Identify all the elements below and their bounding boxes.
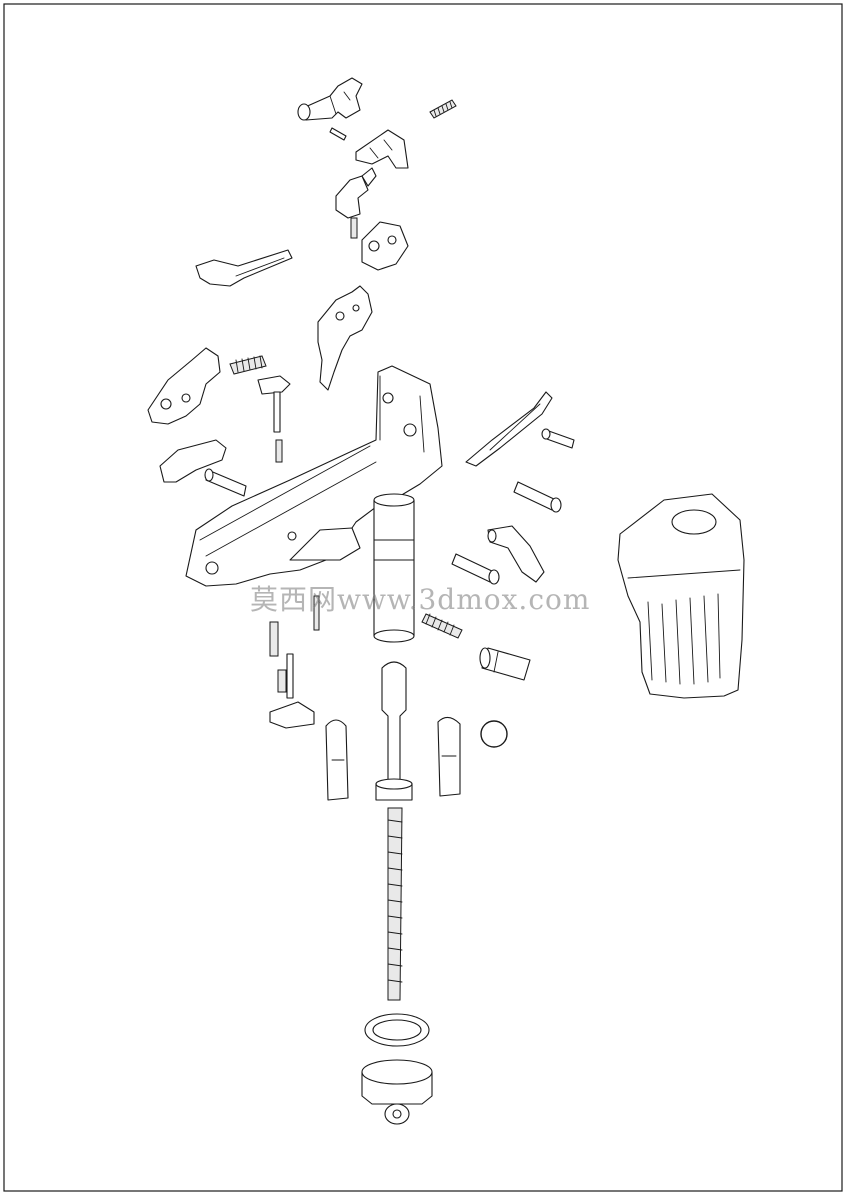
page-frame	[3, 3, 843, 1192]
selector-plunger	[257, 375, 291, 463]
pin-right-1	[541, 428, 575, 449]
pin-right-3	[451, 553, 500, 585]
pivot-pin-left	[204, 468, 247, 497]
lever-bar-left	[195, 249, 293, 287]
hammer-part	[297, 77, 363, 121]
pin-right-2	[513, 481, 562, 513]
bolt-catch-part	[487, 525, 545, 583]
trip-lever-part	[361, 221, 409, 271]
lower-receiver-body	[185, 365, 443, 587]
plunger-left	[277, 653, 294, 699]
takedown-pin-right	[479, 647, 531, 681]
sear-part	[355, 129, 409, 169]
screw-left-2	[269, 621, 279, 657]
trigger-part	[317, 285, 373, 391]
bracket-left	[159, 439, 227, 483]
buffer-rod	[375, 661, 413, 801]
buffer-end-cap	[361, 1059, 433, 1125]
screw-small	[350, 217, 358, 239]
block-left	[269, 701, 315, 729]
spring-guide-ring	[364, 1013, 430, 1047]
retaining-ring	[480, 720, 508, 748]
ejector-lever-right	[465, 391, 553, 467]
buffer-tube-upper	[373, 493, 415, 643]
safety-lever-part	[147, 347, 221, 425]
screw-left-1	[313, 595, 320, 631]
disconnector-part	[335, 167, 377, 219]
coil-spring-diagonal	[421, 613, 463, 639]
half-shell-right	[437, 716, 461, 797]
recoil-spring	[387, 807, 403, 1001]
half-shell-left	[325, 719, 349, 801]
coil-spring-horizontal	[229, 355, 267, 375]
hammer-spring	[429, 99, 457, 119]
pistol-grip	[617, 493, 745, 699]
pin-small	[329, 127, 347, 141]
watermark-text: 莫西网www.3dmox.com	[250, 583, 591, 616]
